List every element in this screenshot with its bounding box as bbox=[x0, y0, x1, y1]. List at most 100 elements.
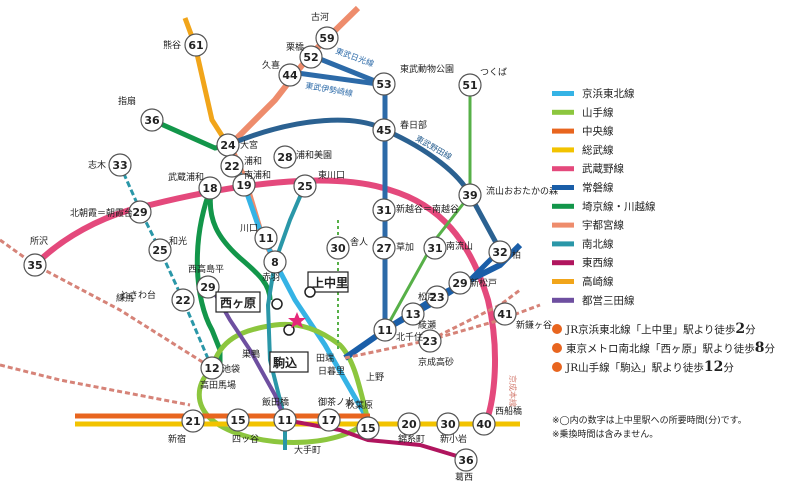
station-time-circle bbox=[128, 200, 152, 224]
station-time-circle bbox=[263, 250, 287, 274]
station-time-value: 36 bbox=[144, 114, 160, 127]
station-name: つくば bbox=[480, 67, 507, 78]
line-tobu-nikko bbox=[309, 52, 386, 88]
legend-swatch bbox=[552, 185, 574, 190]
footnote-2: ※乗換時間は含みません。 bbox=[552, 428, 658, 440]
station-name: 新小岩 bbox=[440, 433, 467, 445]
station-name: 栗橋 bbox=[286, 41, 304, 53]
station-name: 春日部 bbox=[400, 119, 427, 131]
legend-swatch bbox=[552, 279, 574, 284]
station-name: 北朝霞＝朝霞台 bbox=[70, 207, 133, 219]
station-time-value: 25 bbox=[297, 180, 312, 193]
access-bullet bbox=[552, 324, 562, 334]
legend-swatch bbox=[552, 128, 574, 134]
station-time-value: 29 bbox=[132, 206, 147, 219]
station-time-value: 20 bbox=[401, 418, 417, 431]
station-time-circle bbox=[373, 318, 397, 342]
station-circle: 33 bbox=[108, 153, 132, 177]
station-circle: 11 bbox=[373, 318, 397, 342]
station-time-value: 29 bbox=[452, 277, 467, 290]
station-circle: 29 bbox=[128, 200, 152, 224]
station-name: 西高島平 bbox=[188, 263, 224, 275]
station-name: 飯田橋 bbox=[262, 396, 289, 408]
station-time-circle bbox=[448, 271, 472, 295]
legend-label: 総武線 bbox=[582, 143, 614, 156]
station-time-circle bbox=[196, 275, 220, 299]
station-time-value: 22 bbox=[224, 160, 239, 173]
access-note: 東京メトロ南北線「西ヶ原」駅より徒歩8分 bbox=[566, 340, 776, 356]
legend-swatch bbox=[552, 241, 574, 247]
station-circle: 41 bbox=[493, 302, 517, 326]
station-time-value: 11 bbox=[277, 414, 292, 427]
station-time-value: 23 bbox=[422, 335, 437, 348]
station-time-circle bbox=[232, 173, 256, 197]
station-circle: 27 bbox=[372, 236, 396, 260]
station-time-value: 28 bbox=[277, 151, 292, 164]
station-circle: 19 bbox=[232, 173, 256, 197]
station-time-circle bbox=[184, 33, 208, 57]
legend-label: 山手線 bbox=[582, 106, 614, 119]
station-time-circle bbox=[454, 448, 478, 472]
station-time-circle bbox=[423, 236, 447, 260]
station-circle: 21 bbox=[181, 409, 205, 433]
station-time-value: 30 bbox=[440, 418, 456, 431]
station-time-value: 45 bbox=[376, 124, 391, 137]
station-time-circle bbox=[401, 302, 425, 326]
station-name: 新越谷＝南越谷 bbox=[396, 203, 459, 215]
line-takasaki bbox=[182, 17, 231, 147]
nishigahara-dot bbox=[271, 298, 283, 310]
station-time-value: 12 bbox=[204, 362, 219, 375]
station-name: 松戸 bbox=[418, 291, 436, 303]
station-name: 新鎌ヶ谷 bbox=[516, 319, 552, 331]
station-name: 志木 bbox=[88, 159, 106, 171]
station-time-circle bbox=[23, 253, 47, 277]
kaminakazato-label: 上中里 bbox=[312, 275, 348, 290]
small-station-name: 上野 bbox=[366, 372, 384, 383]
komagome-box[interactable]: 駒込 bbox=[269, 351, 309, 373]
station-name: 御茶ノ水 bbox=[318, 396, 354, 408]
station-time-value: 18 bbox=[202, 182, 217, 195]
legend-label: 武蔵野線 bbox=[582, 162, 624, 175]
station-name: 新松戸 bbox=[470, 277, 497, 289]
station-circle: 52 bbox=[299, 45, 323, 69]
station-time-circle bbox=[458, 73, 482, 97]
station-circle: 51 bbox=[458, 73, 482, 97]
kaminakazato-dot bbox=[304, 286, 316, 298]
station-time-circle bbox=[226, 408, 250, 432]
station-time-circle bbox=[317, 408, 341, 432]
station-circle: 25 bbox=[148, 238, 172, 262]
station-name: 久喜 bbox=[262, 59, 280, 71]
station-time-value: 11 bbox=[258, 232, 273, 245]
station-time-value: 61 bbox=[188, 39, 203, 52]
station-circle: 15 bbox=[226, 408, 250, 432]
station-time-value: 24 bbox=[220, 139, 236, 152]
legend-label: 京浜東北線 bbox=[582, 87, 635, 100]
station-time-value: 36 bbox=[458, 454, 474, 467]
station-circle: 45 bbox=[372, 118, 396, 142]
station-time-value: 32 bbox=[492, 246, 507, 259]
station-name: 舎人 bbox=[350, 237, 368, 248]
legend-swatch bbox=[552, 203, 574, 209]
station-name: 浦和 bbox=[244, 155, 262, 167]
legend-label: 中央線 bbox=[582, 125, 614, 138]
station-time-circle bbox=[425, 285, 449, 309]
station-circle: 23 bbox=[418, 329, 442, 353]
access-bullet bbox=[552, 343, 562, 353]
nishigahara-box[interactable]: 西ヶ原 bbox=[215, 291, 261, 313]
line-seibu-shinjuku bbox=[0, 363, 191, 407]
legend-swatch bbox=[552, 297, 574, 303]
station-time-value: 8 bbox=[271, 256, 279, 269]
station-time-value: 33 bbox=[112, 159, 127, 172]
station-circle: 28 bbox=[273, 145, 297, 169]
station-name: 柏 bbox=[512, 249, 521, 261]
station-time-value: 30 bbox=[330, 242, 346, 255]
legend-label: 東西線 bbox=[582, 256, 614, 269]
station-time-value: 29 bbox=[200, 281, 215, 294]
legend-swatch bbox=[552, 260, 574, 266]
legend-label: 埼京線・川越線 bbox=[582, 200, 656, 213]
kaminakazato-box[interactable]: 上中里 bbox=[307, 271, 349, 293]
station-circle: 18 bbox=[198, 176, 222, 200]
label-tobu-isesaki: 東武伊勢崎線 bbox=[305, 80, 354, 98]
station-time-value: 52 bbox=[303, 51, 318, 64]
